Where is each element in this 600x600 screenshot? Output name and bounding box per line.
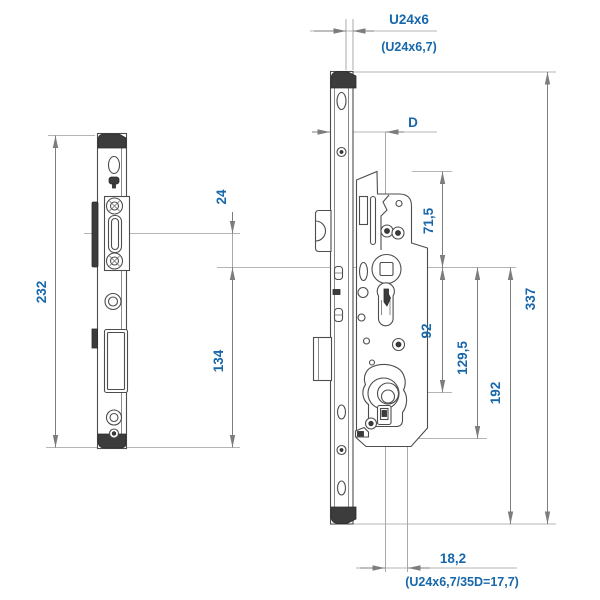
label-232: 232: [34, 281, 49, 304]
screw-cross-bottom: [109, 255, 120, 267]
keeper-round-hole: [104, 292, 122, 311]
dimension-labels: U24x6 (U24x6,7) D 232 24 134 71,5 92 129…: [34, 12, 538, 589]
keeper-part: [91, 132, 131, 450]
gear-housing: [362, 363, 408, 428]
label-offset-alt: (U24x6,7/35D=17,7): [405, 575, 519, 589]
faceplate-profile-lines: [334, 88, 349, 507]
faceplate-top-cap: [330, 71, 357, 89]
faceplate-slot-lower: [336, 404, 347, 420]
keeper-lower-hole: [105, 409, 123, 426]
keeper-seal-bar-upper: [91, 201, 99, 268]
keeper-lower-hole-inner: [109, 412, 119, 423]
case-foot-pad: [357, 431, 364, 437]
faceplate-bottom-cap: [330, 506, 357, 524]
label-129-5: 129,5: [455, 341, 470, 375]
gear-ring-core: [380, 389, 396, 404]
label-71-5: 71,5: [421, 207, 436, 234]
keeper-bolt-pocket-inner: [106, 331, 126, 391]
faceplate-mark: [332, 289, 341, 295]
case-hole-2: [357, 313, 366, 322]
lower-cylinder-inner: [379, 407, 389, 421]
cylinder-inner-lines: [381, 300, 391, 315]
roller-keeper-screw-bottom-inner: [109, 256, 120, 266]
roller-bar: [107, 214, 123, 254]
faceplate-slot-top: [336, 91, 347, 111]
keeper-seal-bar-lower: [91, 328, 98, 349]
keeper-round-hole-inner: [107, 296, 119, 307]
label-18-2: 18,2: [440, 551, 466, 566]
label-profile-top: U24x6: [389, 12, 429, 27]
label-profile-top-alt: (U24x6,7): [381, 40, 437, 54]
label-337: 337: [523, 288, 538, 311]
case-slot-1: [358, 195, 369, 226]
keeper-screw-tip: [112, 183, 116, 189]
label-backset-d: D: [408, 115, 418, 130]
dimension-lines: [52, 28, 551, 571]
screw-cross-top: [109, 200, 120, 212]
cam-plate-edge: [380, 194, 390, 250]
lower-cylinder-pin: [381, 410, 387, 417]
label-24: 24: [214, 189, 229, 205]
case-hole-top: [395, 199, 403, 208]
cylinder-cam-detail: [383, 288, 391, 307]
roller-bar-inner: [110, 217, 120, 251]
case-hole-4: [368, 359, 376, 366]
case-screw-boss-center: [395, 341, 402, 348]
label-92: 92: [419, 323, 434, 338]
case-oval-slot: [358, 261, 369, 282]
keeper-screw-head: [108, 176, 120, 185]
housing-screw-center: [368, 420, 374, 427]
latch-bolt: [314, 209, 332, 253]
gear-ring-inner: [376, 382, 400, 405]
case-slot-2: [369, 195, 377, 246]
label-192: 192: [488, 382, 503, 405]
case-hole-3: [362, 337, 371, 345]
pivot-screw-2-center: [395, 230, 401, 236]
keeper-bottom-cap: [97, 433, 127, 449]
spindle-square-hole: [379, 261, 394, 277]
deadbolt: [312, 336, 333, 382]
pivot-screw-1-center: [384, 228, 390, 234]
lock-faceplate: [329, 70, 354, 525]
case-hole-1: [357, 286, 369, 299]
keeper-lower-screw-center: [111, 431, 117, 436]
faceplate-screw-top-center: [339, 150, 344, 154]
roller-keeper-screw-top-inner: [109, 201, 120, 211]
label-134: 134: [211, 349, 226, 372]
keeper-top-cap: [97, 133, 127, 149]
main-lock-part: [312, 70, 429, 525]
keeper-screw-slot: [107, 155, 121, 175]
faceplate-slot-bottom: [336, 480, 347, 496]
faceplate-screw-bottom-center: [339, 448, 344, 452]
keeper-bolt-pocket: [103, 328, 129, 394]
latch-bolt-face: [315, 220, 327, 242]
